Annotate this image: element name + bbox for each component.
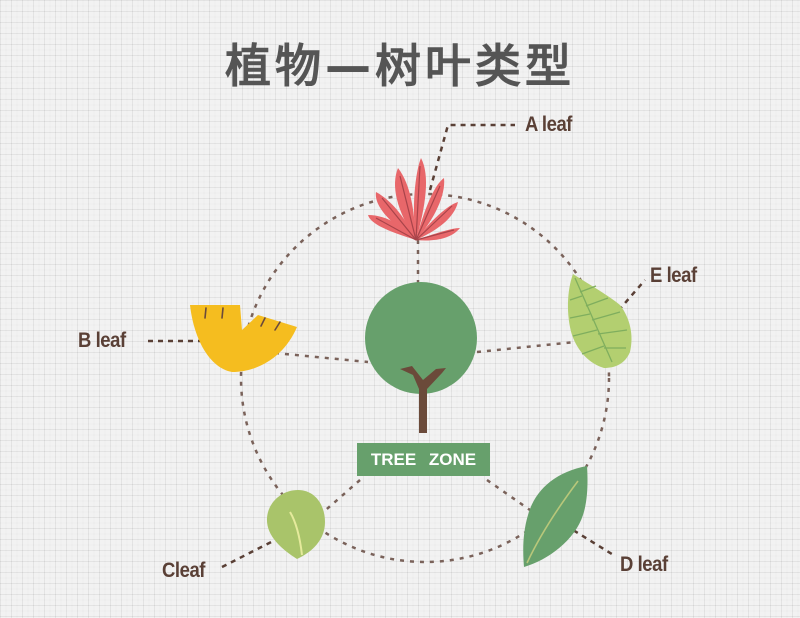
leaf-c-icon — [266, 490, 325, 559]
callout-lines — [148, 123, 646, 569]
leaf-e-icon — [567, 274, 632, 368]
tree-icon — [365, 282, 477, 433]
leaf-a-icon — [368, 158, 460, 241]
leaf-c-label: Cleaf — [162, 559, 205, 582]
leaf-b-label: B leaf — [78, 329, 126, 352]
orbit-circle — [239, 192, 611, 564]
connector-lines — [274, 240, 576, 516]
leaf-b-icon — [190, 305, 297, 372]
leaf-d-label: D leaf — [620, 553, 668, 576]
page-title: 植物—树叶类型 — [225, 39, 575, 93]
leaf-a-label: A leaf — [525, 113, 573, 136]
leaf-e-label: E leaf — [650, 264, 697, 287]
leaf-d-icon — [523, 466, 588, 567]
tree-zone-badge: TREE ZONE — [357, 443, 490, 476]
